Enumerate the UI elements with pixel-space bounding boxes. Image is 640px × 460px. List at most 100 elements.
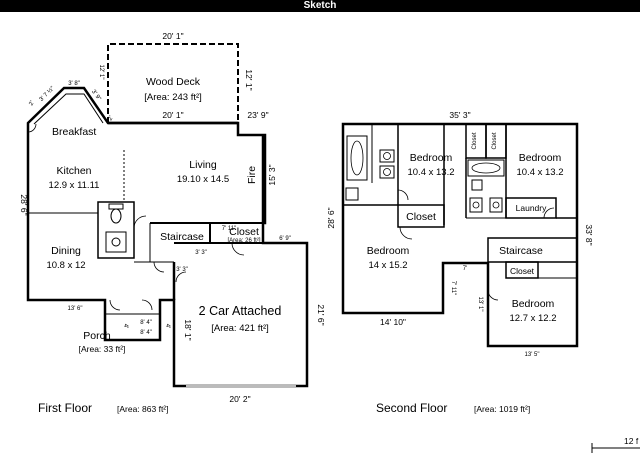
sink-2b-bowl — [492, 201, 500, 209]
bedroom-sw-size: 14 x 15.2 — [368, 260, 407, 271]
se-closet — [505, 261, 539, 279]
porch-name: Porch — [83, 330, 111, 342]
dim-deck-top: 20' 1" — [162, 31, 183, 41]
dim-closet-a: 7' 11" — [222, 226, 237, 232]
sink-2b — [489, 197, 503, 213]
door-swing-se-bed — [487, 289, 499, 301]
dim-garage-top: 6' 9" — [279, 236, 291, 242]
dining-name: Dining — [51, 245, 81, 257]
toilet-1 — [345, 187, 359, 201]
dim-sf-bottom-right: 13' 5" — [525, 352, 540, 358]
first-floor-dimensions: 20' 1" 20' 1" 12' 1" 12' 1" 28' 6" 15' 3… — [19, 31, 326, 404]
fire-label: Fire — [246, 166, 258, 184]
bathtub-2 — [467, 159, 505, 177]
sink-2a — [469, 197, 483, 213]
door-swing-nw-bed — [397, 189, 409, 201]
first-floor-outline — [26, 86, 309, 388]
porch-area: [Area: 33 ft²] — [79, 344, 126, 354]
living-size: 19.10 x 14.5 — [177, 174, 229, 185]
dim-bay-e: 2' — [107, 115, 114, 122]
range — [105, 231, 127, 253]
second-floor-area: [Area: 1019 ft²] — [474, 404, 530, 414]
mid-closet-name: Closet — [406, 211, 436, 223]
door-swing-ne-bed — [543, 207, 555, 219]
bedroom-se-name: Bedroom — [512, 298, 555, 310]
wood-deck-outline — [107, 43, 239, 123]
dim-deck-left: 12' 1" — [98, 65, 104, 80]
bathtub-2-basin — [471, 162, 501, 174]
plan-walls — [26, 43, 640, 453]
door-swing-porch-2 — [141, 299, 153, 311]
breakfast-name: Breakfast — [52, 126, 96, 138]
second-floor-outline — [341, 122, 579, 348]
laundry-name: Laundry — [516, 203, 547, 213]
half-bath-toilet-bowl — [110, 208, 122, 224]
door-swing-dining — [153, 261, 165, 273]
window-title: Sketch — [0, 0, 640, 12]
first-floor-area: [Area: 863 ft²] — [117, 404, 169, 414]
dim-deck-step: 23' 9" — [247, 110, 268, 120]
half-bath-toilet-tank — [108, 203, 124, 210]
dim-sf-left: 28' 6" — [326, 207, 336, 228]
bedroom-nw-size: 10.4 x 13.2 — [407, 167, 454, 178]
dim-garage-step: 3' 3" — [176, 267, 188, 273]
garage-name: 2 Car Attached — [199, 304, 282, 318]
dim-house-bottom: 13' 6" — [68, 306, 83, 312]
bedroom-sw-name: Bedroom — [367, 245, 410, 257]
dim-porch-w1: 8' 4" — [140, 320, 152, 326]
door-swing-breakfast — [27, 123, 37, 133]
wood-deck-area: [Area: 243 ft²] — [144, 92, 202, 103]
living-name: Living — [189, 159, 217, 171]
kitchen-size: 12.9 x 11.11 — [49, 180, 100, 191]
sink-1b — [379, 165, 395, 179]
dim-deck-right: 12' 1" — [244, 69, 254, 90]
range-burner — [111, 237, 121, 247]
dim-living-right: 15' 3" — [267, 164, 277, 185]
dim-bay-d: 3' 9" — [90, 89, 102, 102]
bedroom-se-size: 12.7 x 12.2 — [509, 313, 556, 324]
door-swing-sw-bed — [399, 226, 413, 240]
first-floor-label: First Floor — [38, 401, 92, 415]
dim-closet-b: 3' 3" — [195, 250, 207, 256]
dim-bay-c: 3' 8" — [68, 81, 80, 87]
door-swing-kitchen — [133, 215, 147, 229]
bay-window-inner — [33, 93, 104, 125]
scale-label: 12 f — [624, 436, 639, 446]
door-swing-porch-1 — [109, 299, 121, 311]
dim-sf-right: 33' 8" — [584, 224, 594, 245]
bedroom-ne-name: Bedroom — [519, 152, 562, 164]
dim-garage-bottom: 20' 2" — [229, 394, 250, 404]
sink-1a-bowl — [383, 152, 391, 160]
sink-2a-bowl — [472, 201, 480, 209]
closet-area: [Area: 26 ft²] — [227, 238, 260, 244]
dim-deck-bottom: 20' 1" — [162, 110, 183, 120]
se-closet-name: Closet — [510, 266, 535, 276]
dim-house-left: 28' 6" — [19, 194, 29, 215]
scale-bar — [591, 443, 640, 453]
dim-garage-right: 21' 6" — [316, 304, 326, 325]
second-floor-labels: Bedroom 10.4 x 13.2 Bedroom 10.4 x 13.2 … — [367, 132, 564, 415]
door-swing-garage-2 — [231, 242, 245, 256]
sink-1a — [379, 149, 395, 163]
dim-bay-a: 2' — [28, 100, 35, 107]
wood-deck-name: Wood Deck — [146, 76, 201, 88]
door-swing-garage-1 — [175, 271, 187, 283]
sink-1b-bowl — [383, 168, 391, 176]
dim-garage-left: 18' 1" — [183, 319, 193, 340]
bedroom-ne-size: 10.4 x 13.2 — [516, 167, 563, 178]
top-closet-2-name: Closet — [492, 132, 498, 149]
first-floor-labels: Wood Deck [Area: 243 ft²] Breakfast Kitc… — [38, 76, 281, 415]
dim-sf-se-left: 13' 1" — [477, 297, 483, 312]
garage-area: [Area: 421 ft²] — [211, 323, 269, 334]
second-staircase-name: Staircase — [499, 245, 543, 257]
dim-sf-bottom-left: 14' 10" — [380, 317, 406, 327]
staircase-name: Staircase — [160, 231, 204, 243]
bedroom-nw-name: Bedroom — [410, 152, 453, 164]
toilet-2 — [471, 179, 483, 191]
top-closet-1-name: Closet — [472, 132, 478, 149]
closet-name: Closet — [229, 226, 259, 238]
second-floor-dimensions: 35' 3" 28' 6" 33' 8" 14' 10" 13' 5" 7' 1… — [326, 110, 594, 358]
dim-sf-notch-h: 7' 11" — [450, 281, 456, 296]
kitchen-island — [97, 201, 135, 259]
